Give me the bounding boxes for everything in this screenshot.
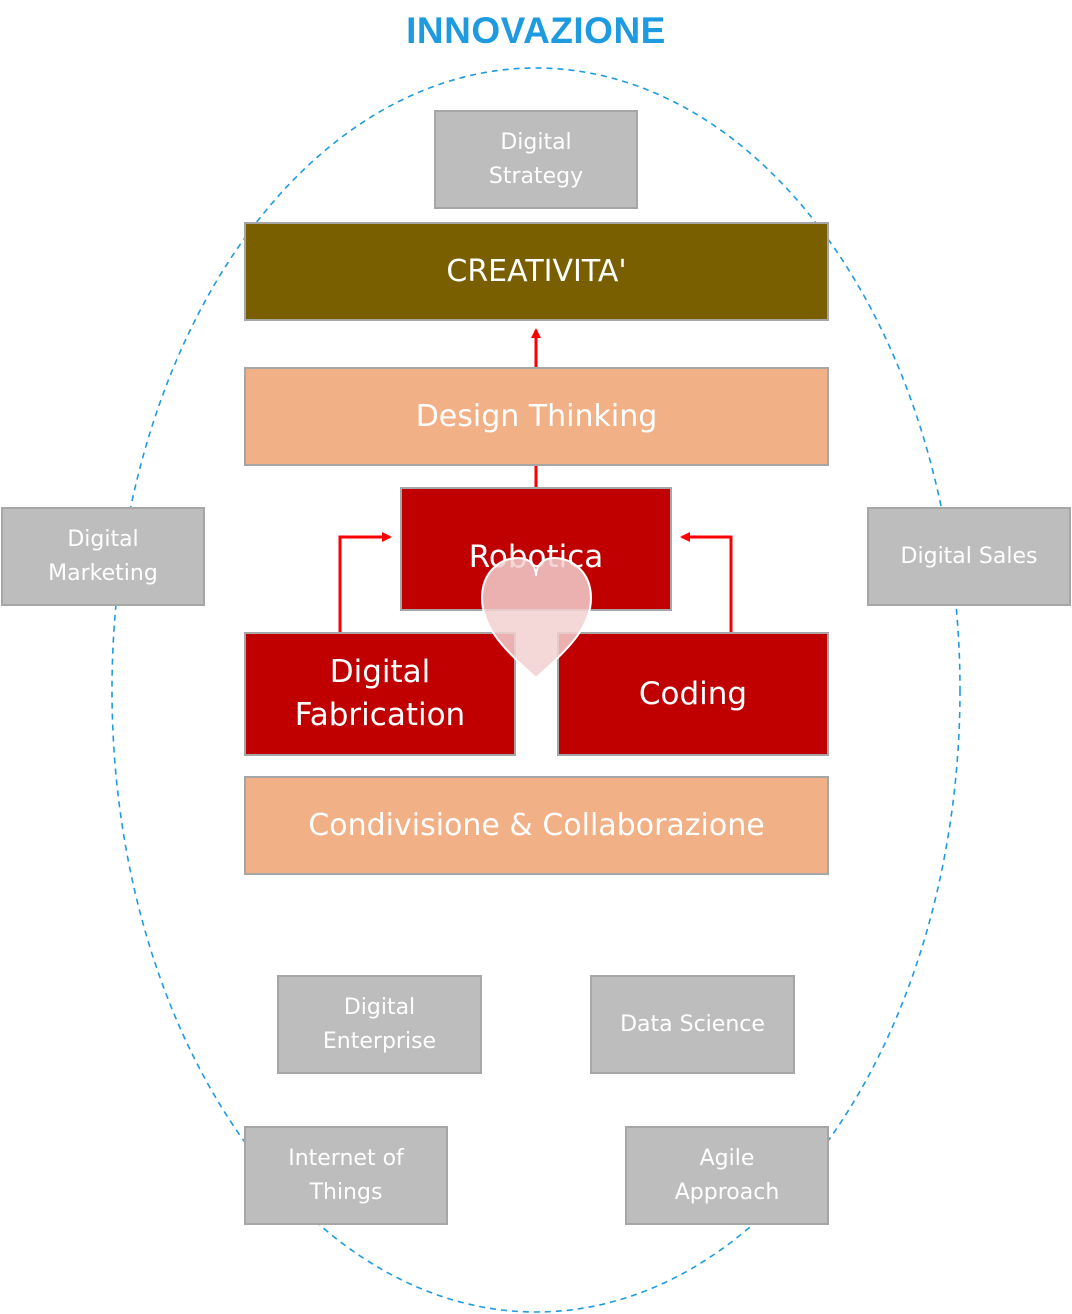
design-thinking-label: Design Thinking [415, 399, 658, 434]
innovation-boundary-ellipse [111, 67, 961, 1313]
digital-sales-box: Digital Sales [867, 507, 1071, 606]
digital-strategy-label: Digital Strategy [488, 129, 584, 189]
internet-of-things-box: Internet of Things [244, 1126, 448, 1225]
digital-fabrication-box: Digital Fabrication [244, 632, 516, 756]
digital-enterprise-label: Digital Enterprise [322, 994, 437, 1054]
robotica-box: Robotica [400, 487, 672, 611]
condivisione-collaborazione-box: Condivisione & Collaborazione [244, 776, 829, 875]
condivisione-collaborazione-label: Condivisione & Collaborazione [308, 808, 765, 843]
creativita-label: CREATIVITA' [446, 254, 627, 289]
internet-of-things-label: Internet of Things [288, 1145, 404, 1205]
diagram-title: INNOVAZIONE [406, 10, 666, 51]
digital-sales-label: Digital Sales [900, 543, 1038, 569]
design-thinking-box: Design Thinking [244, 367, 829, 466]
digital-marketing-box: Digital Marketing [1, 507, 205, 606]
coding-box: Coding [557, 632, 829, 756]
agile-approach-box: Agile Approach [625, 1126, 829, 1225]
coding-label: Coding [638, 675, 748, 712]
robotica-label: Robotica [468, 539, 604, 575]
digital-marketing-label: Digital Marketing [48, 526, 158, 586]
data-science-label: Data Science [620, 1011, 765, 1037]
agile-approach-label: Agile Approach [674, 1145, 780, 1205]
digital-enterprise-box: Digital Enterprise [277, 975, 482, 1074]
digital-fabrication-label: Digital Fabrication [294, 654, 466, 733]
creativita-box: CREATIVITA' [244, 222, 829, 321]
digital-strategy-box: Digital Strategy [434, 110, 638, 209]
data-science-box: Data Science [590, 975, 795, 1074]
arrow-coding-to-robotica [680, 532, 733, 632]
arrow-fabrication-to-robotica [338, 532, 392, 632]
